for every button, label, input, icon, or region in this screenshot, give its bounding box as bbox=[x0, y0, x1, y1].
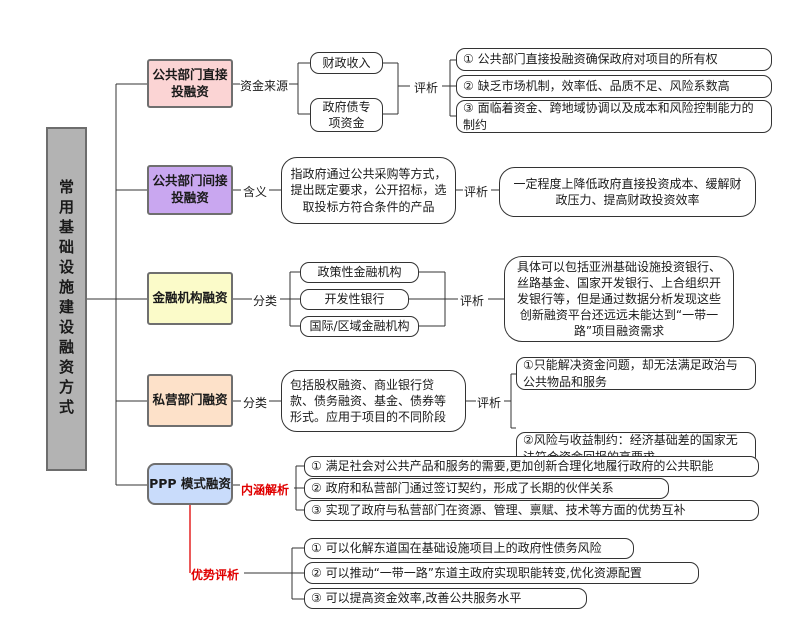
node-policy-finance: 政策性金融机构 bbox=[300, 262, 419, 283]
label-connotation: 内涵解析 bbox=[241, 481, 290, 498]
category-private-sector: 私营部门融资 bbox=[147, 374, 233, 427]
node-indirect-result: 一定程度上降低政府直接投资成本、缓解财政压力、提高财政投资效率 bbox=[499, 167, 756, 217]
label-eval-3: 评析 bbox=[460, 292, 485, 309]
node-private-definition: 包括股权融资、商业银行贷款、债务融资、基金、债券等形式。应用于项目的不同阶段 bbox=[281, 370, 466, 432]
label-classify-3: 分类 bbox=[253, 292, 278, 309]
label-meaning: 含义 bbox=[243, 183, 268, 200]
node-development-bank: 开发性银行 bbox=[300, 289, 409, 310]
connotation-item-2: ② 政府和私营部门通过签订契约，形成了长期的伙伴关系 bbox=[304, 478, 669, 499]
category-ppp: PPP 模式融资 bbox=[147, 463, 233, 505]
node-indirect-definition: 指政府通过公共采购等方式，提出既定要求，公开招标，选取投标方符合条件的产品 bbox=[281, 157, 456, 224]
advantage-item-2: ② 可以推动“一带一路”东道主政府实现职能转变,优化资源配置 bbox=[304, 562, 699, 584]
connotation-item-1: ① 满足社会对公共产品和服务的需要,更加创新合理化地履行政府的公共职能 bbox=[304, 456, 759, 477]
category-public-indirect: 公共部门间接投融资 bbox=[147, 165, 233, 215]
eval-item-1-2: ② 缺乏市场机制，效率低、品质不足、风险系数高 bbox=[456, 75, 772, 98]
node-finance-result: 具体可以包括亚洲基础设施投资银行、丝路基金、国家开发银行、上合组织开发银行等，但… bbox=[504, 256, 734, 342]
node-fiscal-revenue: 财政收入 bbox=[310, 52, 383, 74]
node-special-bonds: 政府债专项资金 bbox=[310, 98, 383, 132]
advantage-item-3: ③ 可以提高资金效率,改善公共服务水平 bbox=[304, 588, 587, 609]
category-financial-institutions: 金融机构融资 bbox=[147, 272, 233, 325]
label-fund-source: 资金来源 bbox=[240, 77, 289, 94]
label-classify-4: 分类 bbox=[243, 394, 268, 411]
eval-item-4-1: ①只能解决资金问题，却无法满足政治与公共物品和服务 bbox=[516, 357, 756, 390]
label-eval-4: 评析 bbox=[477, 394, 502, 411]
root-title: 常用基础设施建设融资方式 bbox=[57, 179, 75, 419]
eval-item-1-3: ③ 面临着资金、跨地域协调以及成本和风险控制能力的制约 bbox=[456, 100, 772, 133]
category-public-direct: 公共部门直接投融资 bbox=[147, 59, 233, 108]
advantage-item-1: ① 可以化解东道国在基础设施项目上的政府性债务风险 bbox=[304, 538, 634, 559]
label-advantage: 优势评析 bbox=[191, 566, 240, 583]
label-eval-1: 评析 bbox=[414, 79, 439, 96]
eval-item-1-1: ① 公共部门直接投融资确保政府对项目的所有权 bbox=[456, 48, 772, 71]
node-international-finance: 国际/区域金融机构 bbox=[300, 316, 419, 337]
root-node: 常用基础设施建设融资方式 bbox=[46, 127, 87, 471]
connotation-item-3: ③ 实现了政府与私营部门在资源、管理、禀赋、技术等方面的优势互补 bbox=[304, 500, 759, 521]
label-eval-2: 评析 bbox=[464, 183, 489, 200]
